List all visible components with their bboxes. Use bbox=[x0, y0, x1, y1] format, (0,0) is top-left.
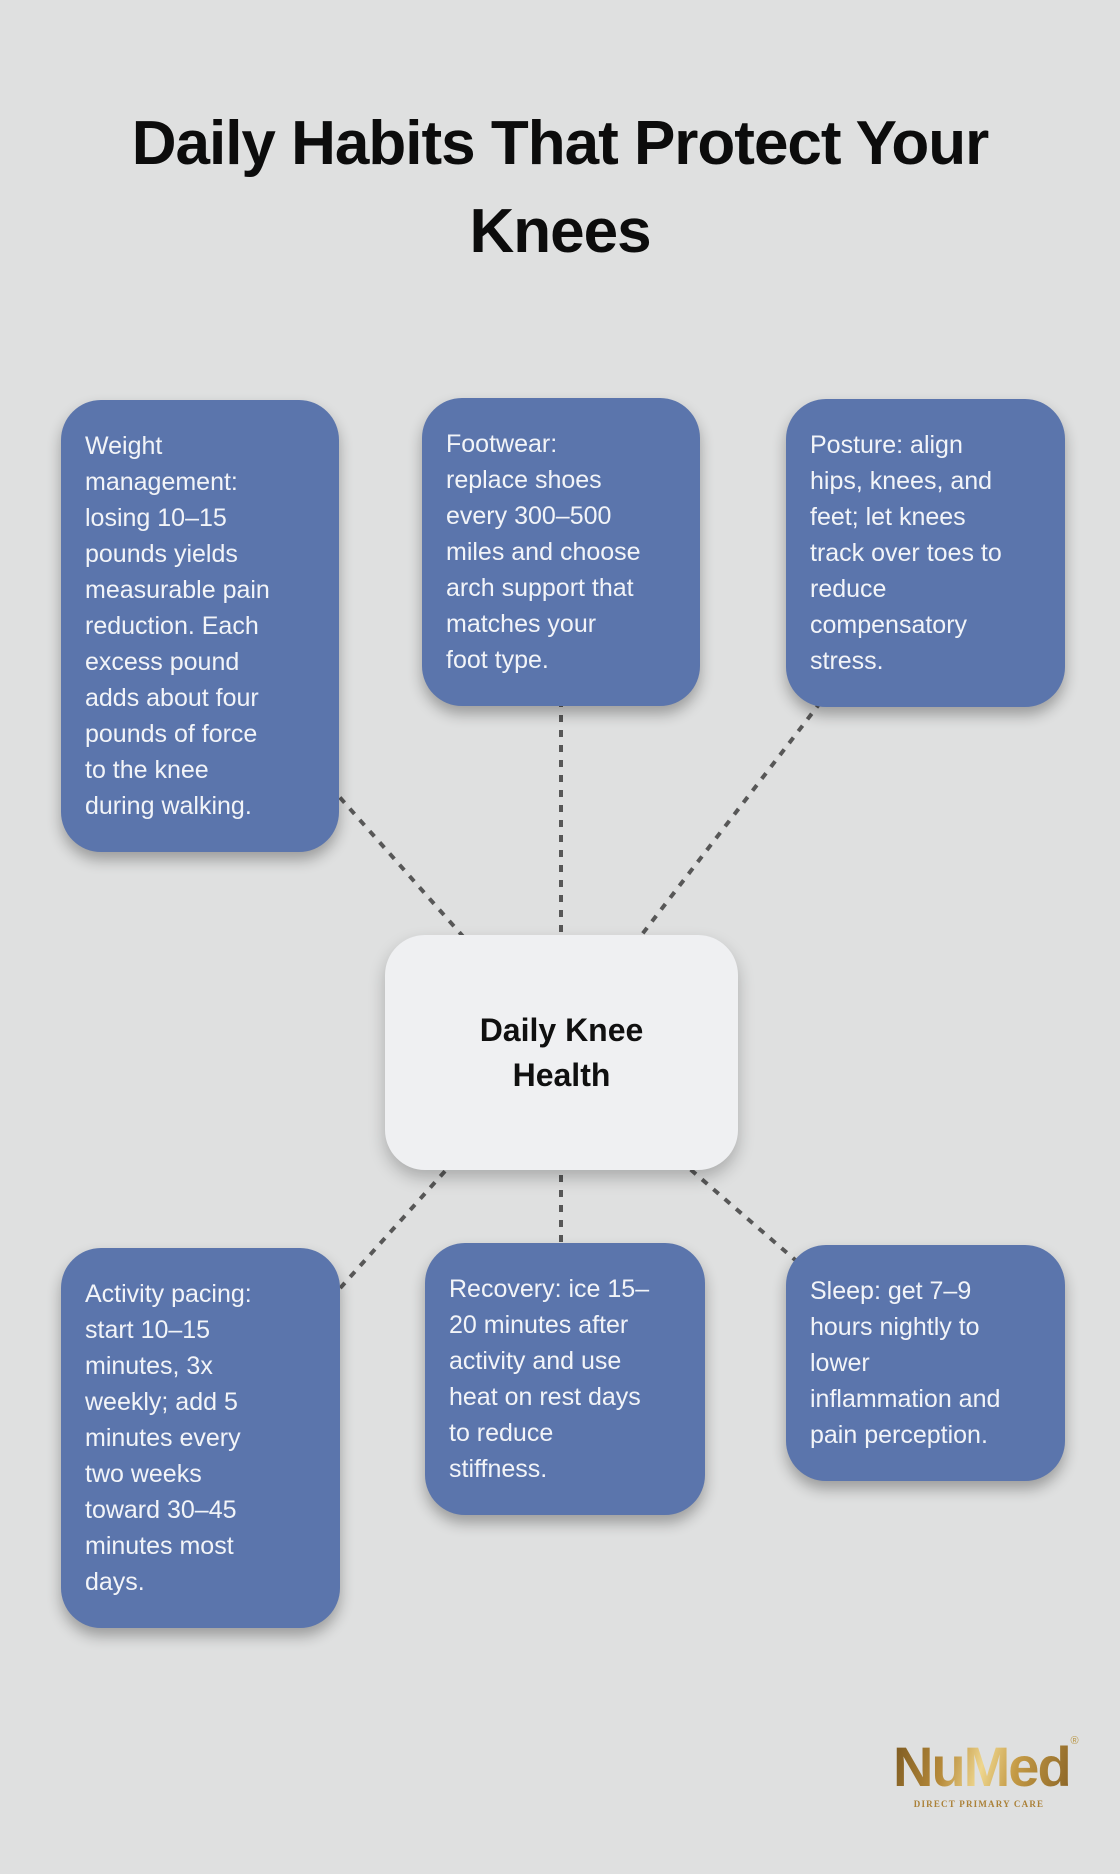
center-node-daily-knee-health: Daily Knee Health bbox=[385, 935, 738, 1170]
connector-weight-center bbox=[318, 773, 477, 952]
connector-center-sleep bbox=[666, 1148, 810, 1273]
node-posture: Posture: align hips, knees, and feet; le… bbox=[786, 399, 1065, 707]
brand-logo: NuMed ® DIRECT PRIMARY CARE bbox=[893, 1735, 1079, 1809]
node-sleep: Sleep: get 7–9 hours nightly to lower in… bbox=[786, 1245, 1065, 1481]
brand-tagline: DIRECT PRIMARY CARE bbox=[913, 1799, 1045, 1809]
node-recovery: Recovery: ice 15– 20 minutes after activ… bbox=[425, 1243, 705, 1515]
page-title: Daily Habits That Protect Your Knees bbox=[131, 109, 990, 266]
node-weight-management: Weight management: losing 10–15 pounds y… bbox=[61, 400, 339, 852]
brand-name: NuMed bbox=[893, 1735, 1072, 1798]
node-footwear: Footwear: replace shoes every 300–500 mi… bbox=[422, 398, 700, 706]
brand-wordmark: NuMed ® bbox=[893, 1735, 1079, 1798]
connector-posture-center bbox=[628, 688, 832, 952]
connector-center-activity bbox=[323, 1158, 457, 1307]
registered-trademark-icon: ® bbox=[1070, 1735, 1079, 1747]
node-activity-pacing: Activity pacing: start 10–15 minutes, 3x… bbox=[61, 1248, 340, 1628]
